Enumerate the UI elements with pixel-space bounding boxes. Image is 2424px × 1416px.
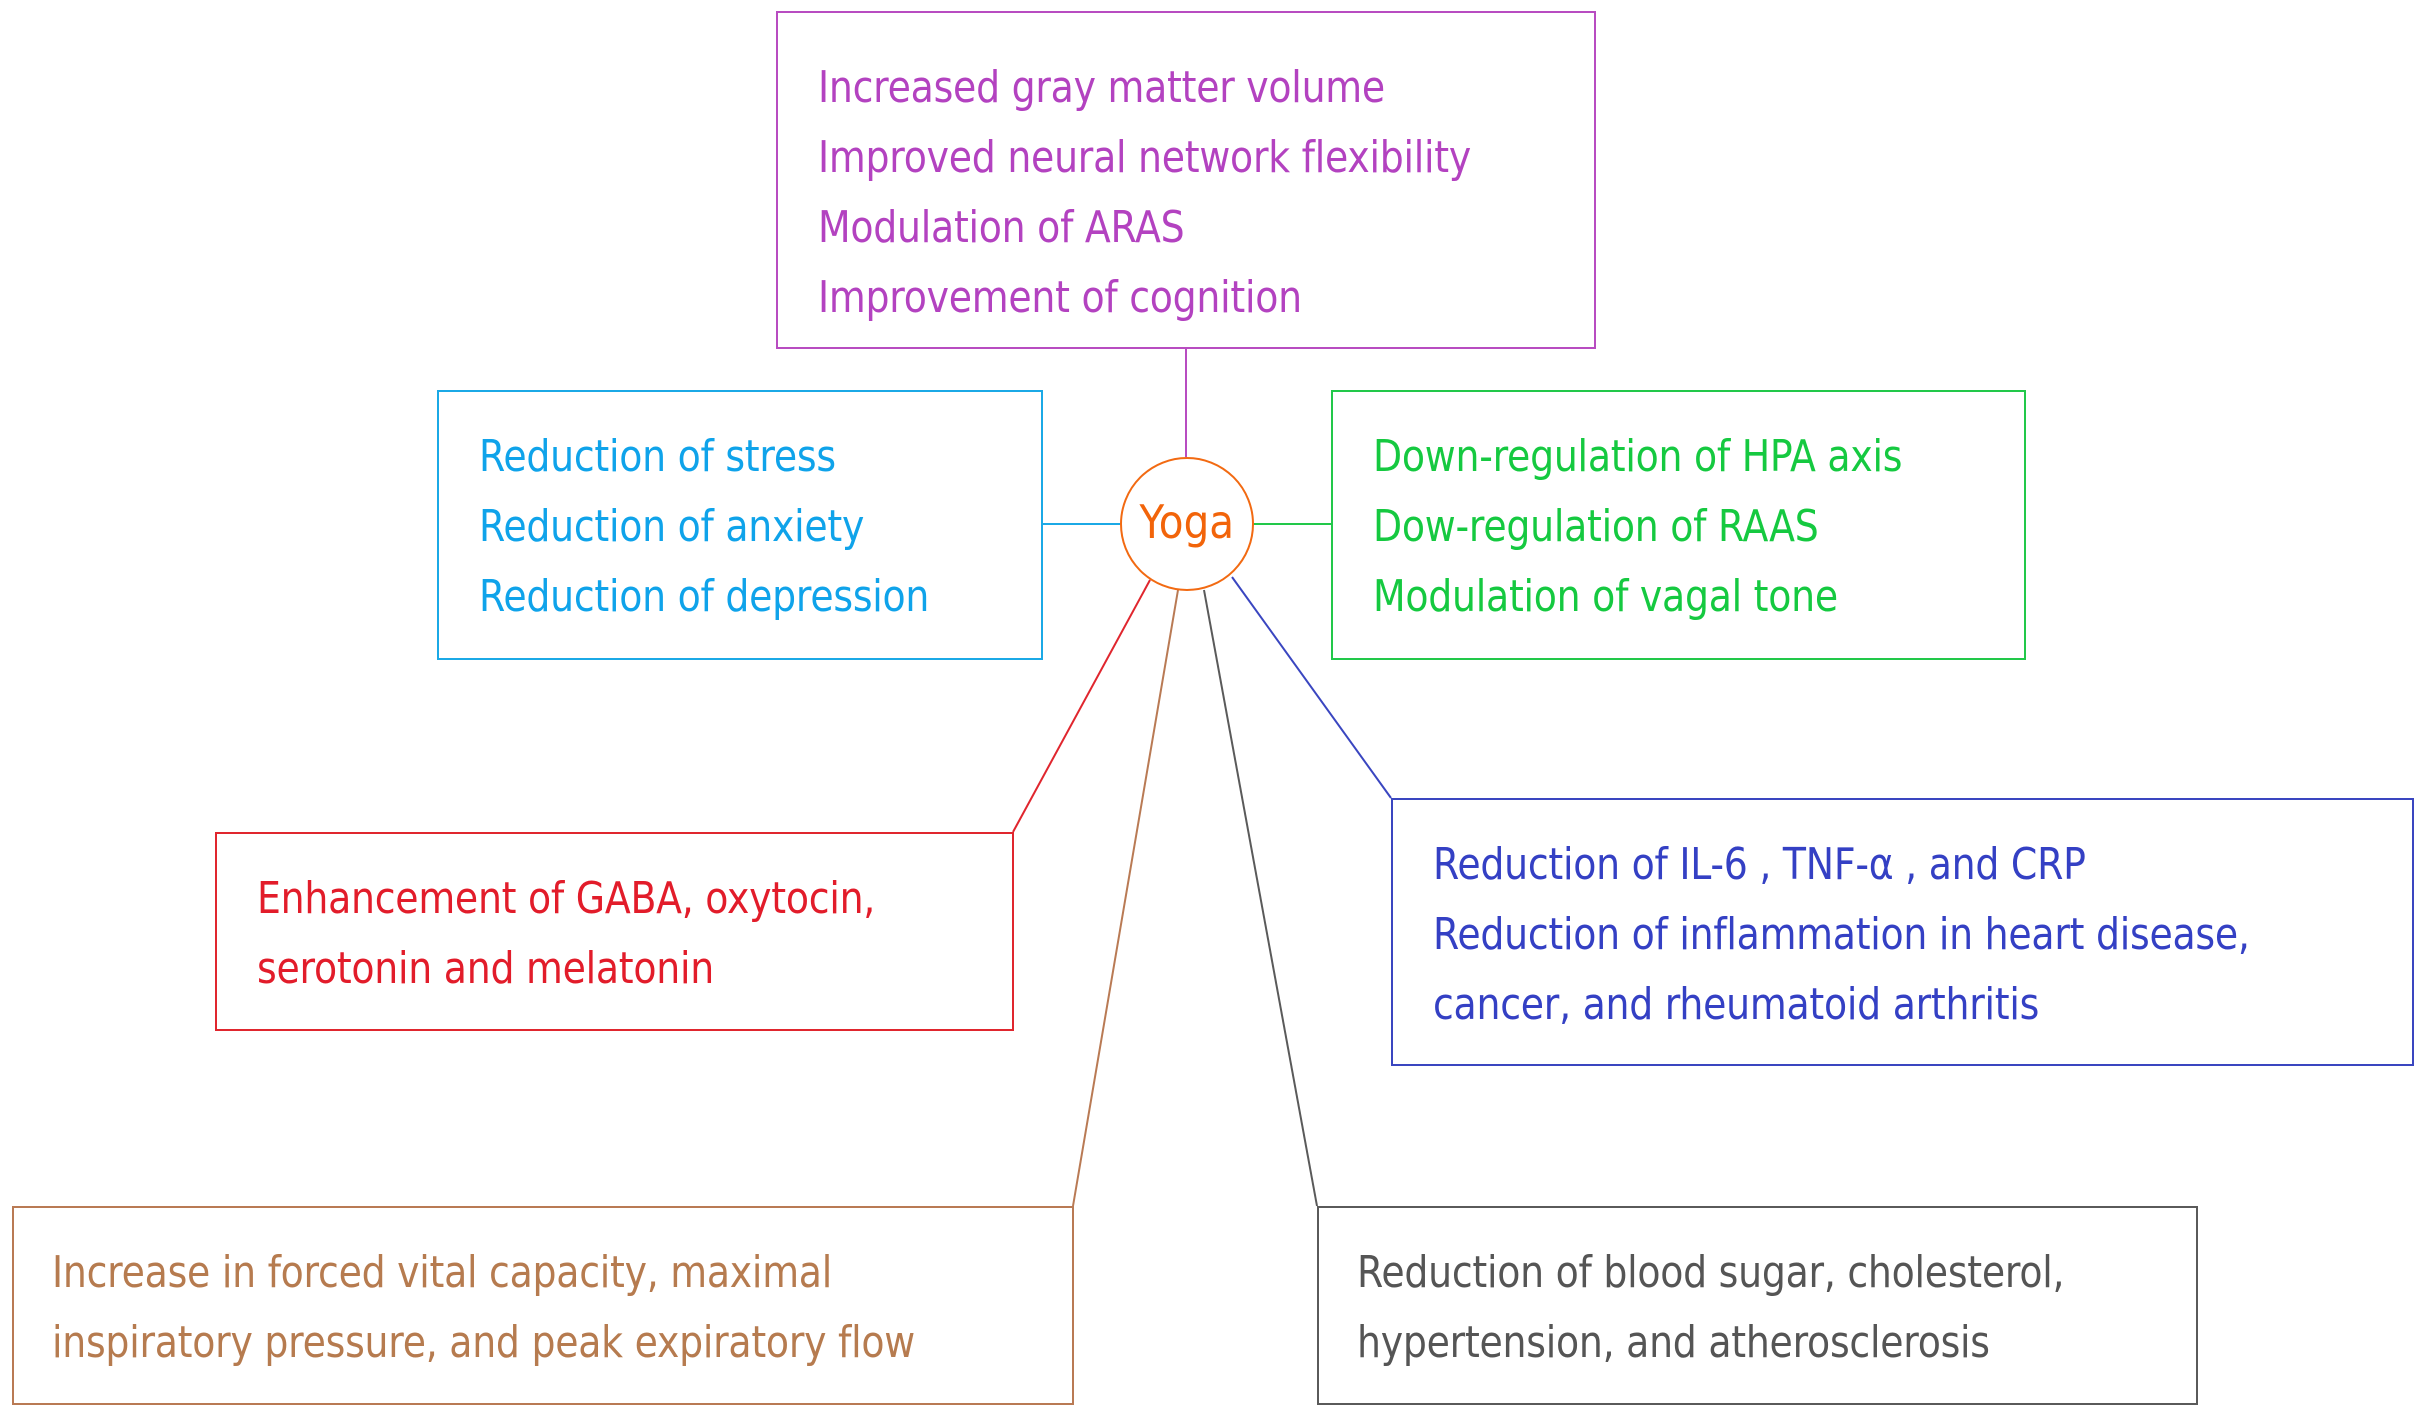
yoga-label: Yoga xyxy=(1139,495,1235,549)
box-line: Down-regulation of HPA axis xyxy=(1373,431,1903,482)
box-line: Increase in forced vital capacity, maxim… xyxy=(52,1247,832,1298)
box-line: cancer, and rheumatoid arthritis xyxy=(1433,979,2040,1030)
connector-metabolic xyxy=(1203,589,1318,1207)
stress-axis-effects-box: Down-regulation of HPA axis Dow-regulati… xyxy=(1331,390,2026,660)
box-line: Improved neural network flexibility xyxy=(818,132,1471,183)
box-line: Dow-regulation of RAAS xyxy=(1373,501,1819,552)
inflammation-effects-box: Reduction of IL-6 , TNF-α , and CRP Redu… xyxy=(1391,798,2414,1066)
box-line: Reduction of depression xyxy=(479,571,930,622)
connector-respiratory xyxy=(1072,589,1179,1207)
box-line: Modulation of vagal tone xyxy=(1373,571,1838,622)
box-line: serotonin and melatonin xyxy=(257,943,714,994)
box-line: Enhancement of GABA, oxytocin, xyxy=(257,873,876,924)
box-line: Reduction of anxiety xyxy=(479,501,865,552)
respiratory-effects-box: Increase in forced vital capacity, maxim… xyxy=(12,1206,1074,1405)
box-line: inspiratory pressure, and peak expirator… xyxy=(52,1317,915,1368)
box-line: Modulation of ARAS xyxy=(818,202,1185,253)
box-line: hypertension, and atherosclerosis xyxy=(1357,1317,1990,1368)
box-line: Reduction of inflammation in heart disea… xyxy=(1433,909,2250,960)
box-line: Reduction of stress xyxy=(479,431,836,482)
connector-neurotransmitters xyxy=(1012,579,1151,833)
box-line: Reduction of blood sugar, cholesterol, xyxy=(1357,1247,2065,1298)
box-line: Improvement of cognition xyxy=(818,272,1302,323)
connector-inflammation xyxy=(1231,576,1392,799)
yoga-center-node: Yoga xyxy=(1120,457,1254,591)
box-line: Increased gray matter volume xyxy=(818,62,1385,113)
mood-effects-box: Reduction of stress Reduction of anxiety… xyxy=(437,390,1043,660)
metabolic-effects-box: Reduction of blood sugar, cholesterol, h… xyxy=(1317,1206,2198,1405)
box-line: Reduction of IL-6 , TNF-α , and CRP xyxy=(1433,839,2086,890)
brain-effects-box: Increased gray matter volume Improved ne… xyxy=(776,11,1596,349)
neurotransmitter-effects-box: Enhancement of GABA, oxytocin, serotonin… xyxy=(215,832,1014,1031)
